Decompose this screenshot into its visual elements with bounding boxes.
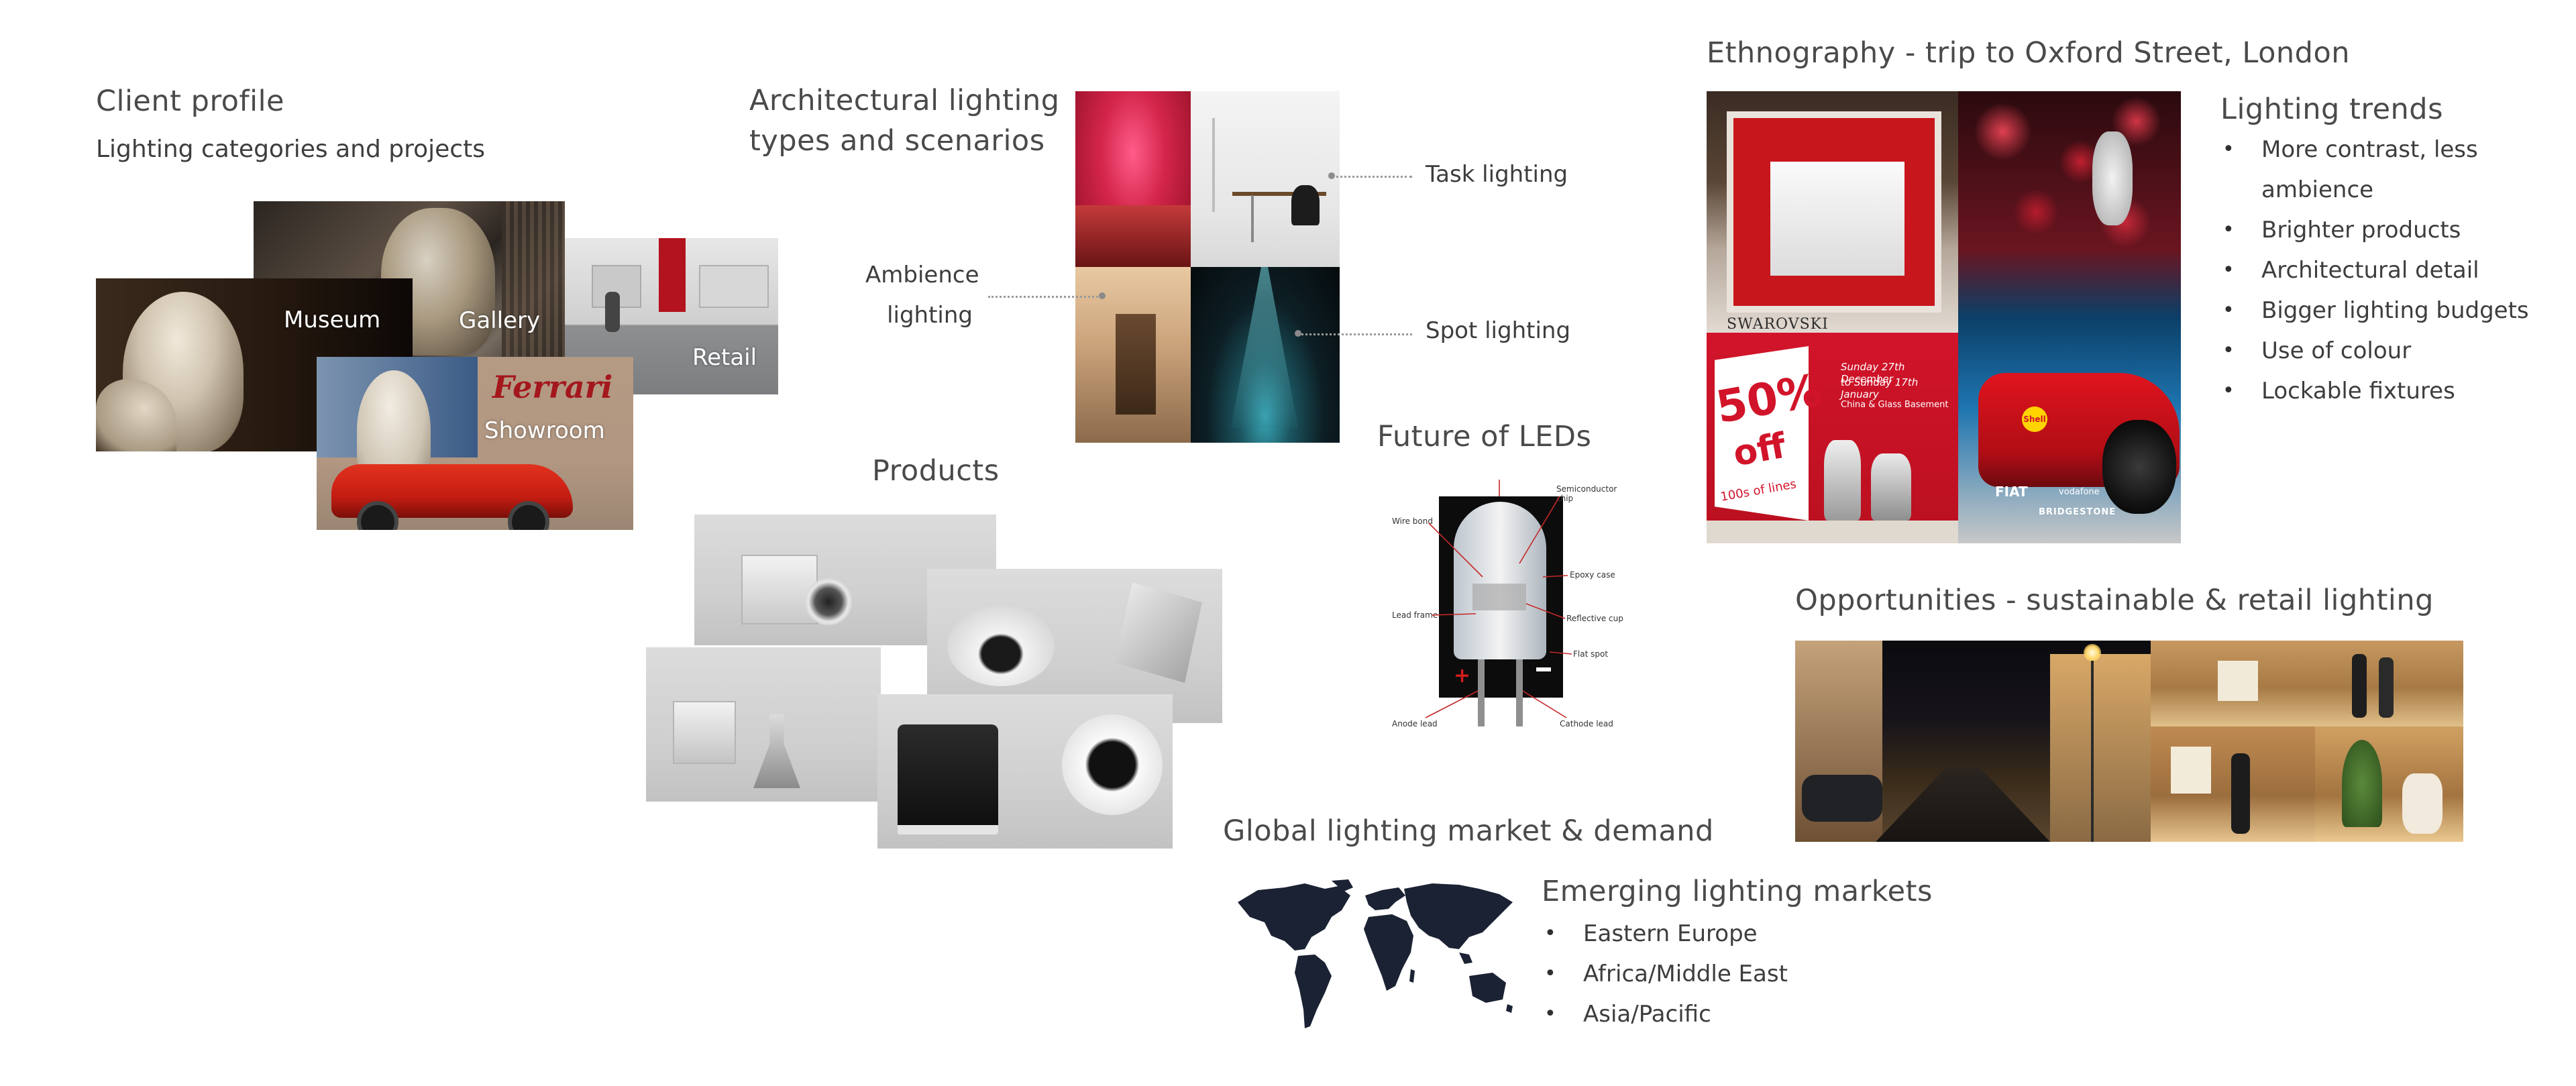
task-lighting-label: Task lighting: [1426, 161, 1568, 188]
opportunities-title: Opportunities - sustainable & retail lig…: [1795, 584, 2434, 617]
trends-title: Lighting trends: [2220, 93, 2443, 126]
ambience-label-line2: lighting: [887, 302, 973, 329]
emerging-title: Emerging lighting markets: [1542, 875, 1933, 908]
led-label-chip: Semiconductor chip: [1556, 484, 1617, 503]
sale-dates-1: Sunday 27th December: [1841, 361, 1905, 385]
task-lighting-photo: [1191, 91, 1340, 267]
led-label-lead-frame: Lead frame: [1392, 610, 1438, 620]
trends-list: More contrast, less ambience Brighter pr…: [2222, 129, 2544, 411]
ambience-dot: [1099, 292, 1106, 299]
product-card-3: [646, 647, 881, 802]
ambience-hall-photo: [1075, 267, 1191, 443]
spot-dot: [1295, 330, 1301, 337]
museum-photo: Museum: [96, 278, 413, 451]
ethnography-photo-f1: Shell FIAT vodafone BRIDGESTONE: [1958, 91, 2181, 543]
ethnography-photo-swarovski: SWAROVSKI 50% off 100s of lines Sunday 2…: [1707, 91, 1958, 543]
gallery-label: Gallery: [459, 307, 541, 334]
led-label-wire-bond: Wire bond: [1392, 517, 1433, 526]
trend-item: Architectural detail: [2222, 250, 2544, 290]
leds-title: Future of LEDs: [1377, 420, 1592, 453]
led-label-cathode: Cathode lead: [1560, 719, 1613, 728]
products-title: Products: [872, 454, 1000, 488]
showroom-photo: Ferrari Showroom: [317, 357, 633, 530]
showroom-label: Showroom: [484, 417, 605, 444]
opportunity-store-photo-3: [2315, 726, 2463, 842]
led-diagram: + Wire bond Semiconductor chip Epoxy cas…: [1379, 476, 1623, 738]
ethnography-title: Ethnography - trip to Oxford Street, Lon…: [1707, 36, 2351, 70]
global-title: Global lighting market & demand: [1223, 814, 1714, 848]
architectural-title: Architectural lighting types and scenari…: [749, 80, 1060, 161]
sale-dates-2: to Sunday 17th January: [1841, 376, 1919, 400]
spot-lighting-label: Spot lighting: [1426, 317, 1571, 344]
emerging-market-item: Eastern Europe: [1544, 914, 1826, 954]
trend-item: Bigger lighting budgets: [2222, 290, 2544, 331]
trend-item: More contrast, less ambience: [2222, 129, 2544, 210]
swarovski-sign: SWAROVSKI: [1727, 316, 1829, 333]
task-leader: [1332, 176, 1412, 178]
opportunity-street-photo: [1795, 641, 2151, 842]
spot-lighting-photo: [1191, 267, 1340, 443]
client-profile-subtitle: Lighting categories and projects: [96, 135, 485, 163]
product-card-4: [877, 694, 1173, 849]
retail-label: Retail: [692, 344, 757, 371]
ambience-label-line1: Ambience: [865, 262, 979, 288]
china-basement: China & Glass Basement: [1841, 400, 1949, 410]
museum-label: Museum: [284, 307, 381, 333]
ambience-red-photo: [1075, 91, 1191, 267]
emerging-market-item: Africa/Middle East: [1544, 954, 1826, 994]
opportunity-store-photo-2: [2151, 726, 2315, 842]
client-profile-title: Client profile: [96, 85, 284, 118]
led-label-reflective: Reflective cup: [1566, 614, 1623, 623]
spot-leader: [1298, 333, 1412, 335]
led-pointer-lines: [1425, 480, 1572, 718]
bridgestone-logo: BRIDGESTONE: [2039, 507, 2116, 517]
ambience-label: Ambience lighting: [865, 255, 979, 335]
vodafone-logo: vodafone: [2059, 487, 2100, 497]
emerging-market-item: Asia/Pacific: [1544, 994, 1826, 1034]
trend-item: Use of colour: [2222, 331, 2544, 371]
opportunity-store-photo-1: [2151, 641, 2463, 726]
architectural-title-line1: Architectural lighting: [749, 84, 1060, 117]
architectural-title-line2: types and scenarios: [749, 124, 1045, 158]
trend-item: Brighter products: [2222, 210, 2544, 250]
shell-logo: Shell: [2022, 406, 2047, 432]
showroom-sign: Ferrari: [492, 369, 613, 405]
emerging-list: Eastern Europe Africa/Middle East Asia/P…: [1544, 914, 1826, 1034]
task-dot: [1328, 172, 1335, 179]
led-label-flat-spot: Flat spot: [1573, 649, 1609, 659]
led-label-epoxy: Epoxy case: [1570, 570, 1615, 580]
trend-item: Lockable fixtures: [2222, 371, 2544, 411]
fiat-logo: FIAT: [1995, 484, 2028, 500]
ambience-leader: [988, 296, 1102, 298]
led-label-anode: Anode lead: [1392, 719, 1438, 728]
world-map-icon: [1238, 879, 1513, 1028]
